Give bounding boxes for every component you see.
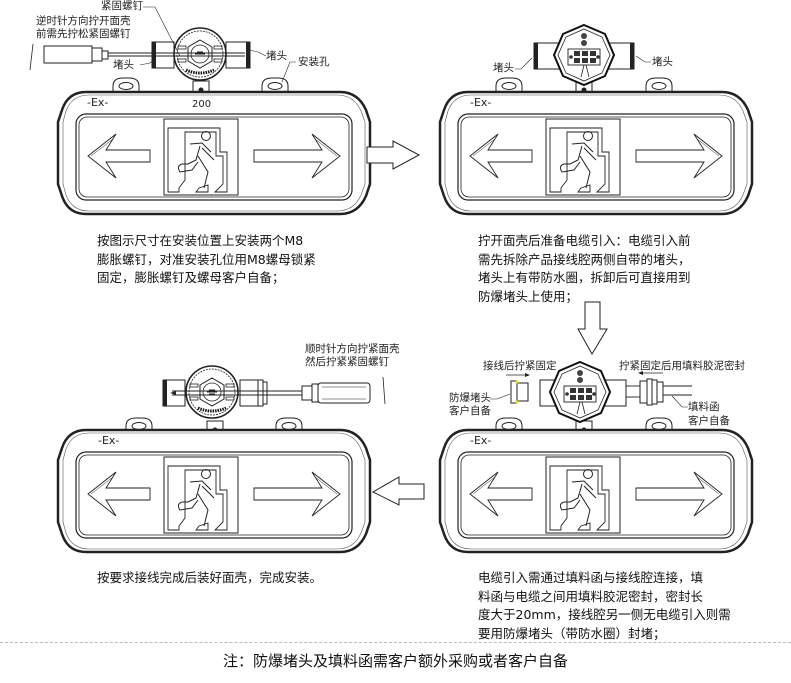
label-left-action: 接线后拧紧固定 xyxy=(483,360,557,372)
flow-arrow-left xyxy=(371,476,425,506)
step-1-description: 按图示尺寸在安装位置上安装两个M8 膨胀螺钉，对准安装孔位用M8螺母锁紧 固定，… xyxy=(97,233,316,285)
label-ex-mark-2: -Ex- xyxy=(470,96,492,109)
label-step1-instruction-line2: 前需先拧松紧固螺钉 xyxy=(36,28,131,40)
label-explosion-plug-line1: 防爆堵头 xyxy=(449,392,491,404)
label-ex-mark-1: -Ex- xyxy=(87,96,109,109)
label-ex-mark-3: -Ex- xyxy=(470,434,492,447)
step-2-figure xyxy=(438,24,754,216)
step-3-figure xyxy=(438,361,754,554)
label-ex-mark-4: -Ex- xyxy=(98,434,120,447)
label-mount-hole: 安装孔 xyxy=(298,56,330,68)
step-4-description: 按要求接线完成后装好面壳，完成安装。 xyxy=(97,570,323,585)
label-step2-plug-left: 堵头 xyxy=(493,62,514,74)
label-plug-left: 堵头 xyxy=(113,59,134,71)
label-packing-gland-line2: 客户自备 xyxy=(688,415,730,427)
label-packing-gland-line1: 填料函 xyxy=(688,401,720,413)
label-step1-instruction-line1: 逆时针方向拧开面壳 xyxy=(36,15,131,27)
flow-arrow-right xyxy=(366,140,421,170)
step-1-figure xyxy=(29,6,372,216)
label-plug-right: 堵头 xyxy=(266,50,287,62)
label-step4-instruction-line1: 顺时针方向拧紧面壳 xyxy=(305,343,400,355)
label-dimension: 200 xyxy=(192,99,212,110)
step-3-description: 电缆引入需通过填料函与接线腔连接，填 料函与电缆之间用填料胶泥密封，密封长 度大… xyxy=(478,570,731,641)
divider xyxy=(0,642,791,643)
label-explosion-plug-line2: 客户自备 xyxy=(449,405,491,417)
label-right-action: 拧紧固定后用填料胶泥密封 xyxy=(619,360,745,372)
step-4-figure xyxy=(56,364,386,554)
footer-note: 注：防爆堵头及填料函需客户额外采购或者客户自备 xyxy=(222,652,568,670)
flow-arrow-down xyxy=(577,301,608,355)
step-2-description: 拧开面壳后准备电缆引入：电缆引入前 需先拆除产品接线腔两侧自带的堵头， 堵头上有… xyxy=(478,233,691,304)
label-step2-plug-right: 堵头 xyxy=(652,56,673,68)
label-fastening-screw: 紧固螺钉 xyxy=(101,0,143,12)
label-step4-instruction-line2: 然后拧紧紧固螺钉 xyxy=(305,356,389,368)
